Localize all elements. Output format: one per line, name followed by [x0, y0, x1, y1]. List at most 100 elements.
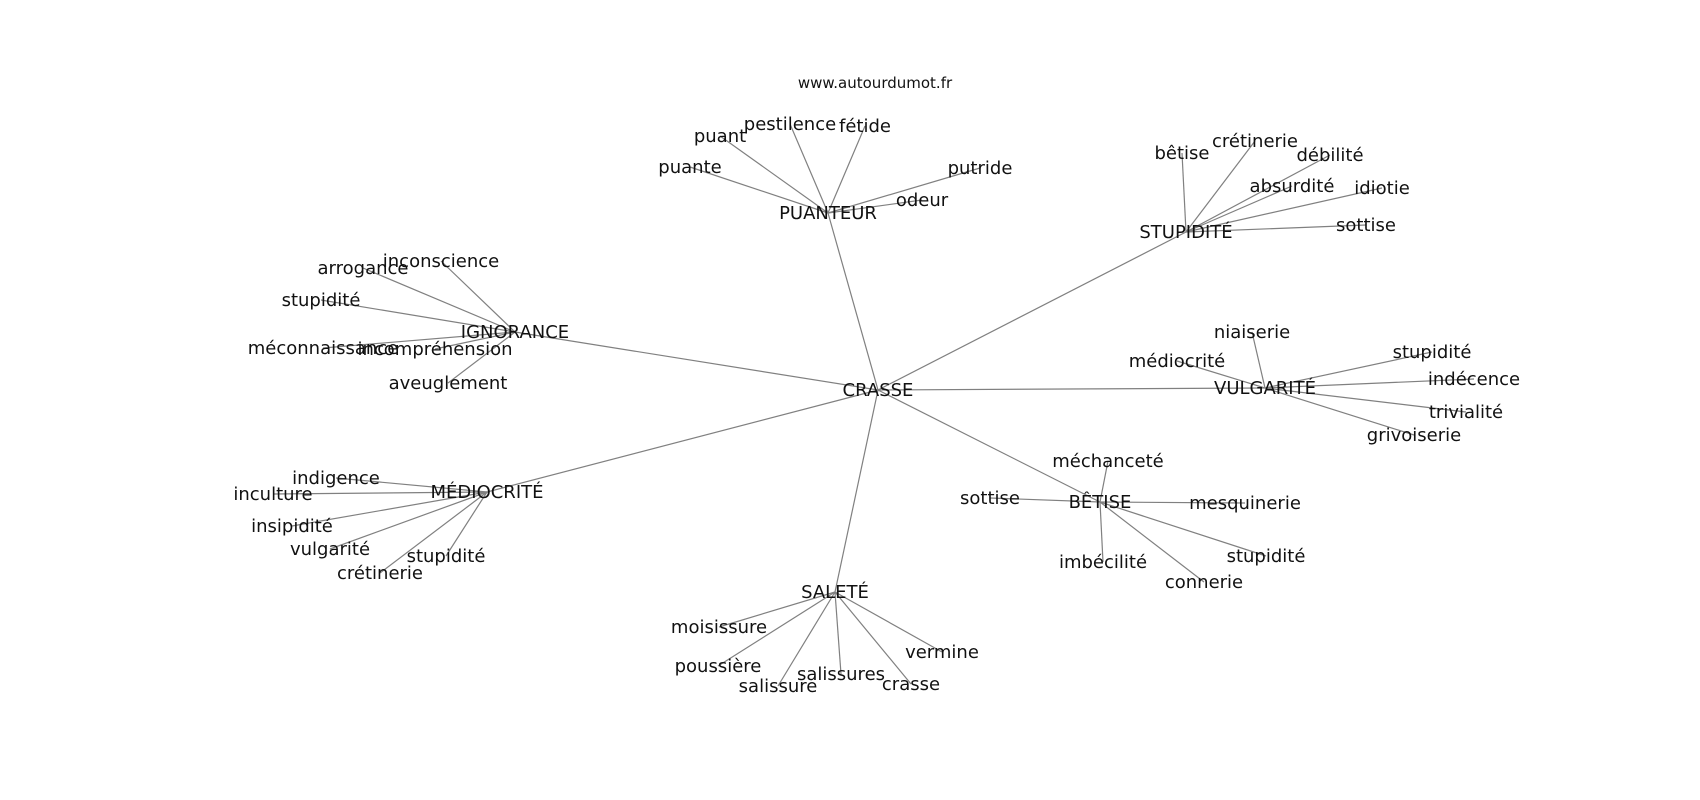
leaf-node-stupidite-debilite[interactable]: débilité [1296, 145, 1363, 166]
leaf-node-vulgarite-grivoiserie[interactable]: grivoiserie [1367, 425, 1461, 446]
edge-stupidite-cretinerie [1185, 140, 1256, 233]
leaf-node-mediocrite-insipidite[interactable]: insipidité [251, 516, 333, 537]
edge-betise-mesquinerie [1099, 501, 1246, 504]
leaf-node-salete-vermine[interactable]: vermine [905, 642, 979, 663]
hub-node-vulgarite[interactable]: VULGARITÉ [1214, 377, 1316, 399]
leaf-node-betise-mesquinerie[interactable]: mesquinerie [1189, 493, 1301, 514]
edge-salete-vermine [834, 591, 943, 653]
edge-ignorance-meconnaissance [322, 331, 516, 349]
edge-vulgarite-mediocrite [1176, 360, 1266, 389]
edge-crasse-vulgarite [877, 387, 1266, 391]
hub-node-betise[interactable]: BÊTISE [1069, 491, 1132, 513]
edge-stupidite-betise [1181, 152, 1187, 233]
edge-mediocrite-stupidite [445, 491, 488, 557]
edge-salete-crasse [834, 591, 912, 685]
edge-crasse-betise [877, 389, 1101, 503]
edge-mediocrite-vulgarite [329, 491, 488, 550]
leaf-node-mediocrite-cretinerie[interactable]: crétinerie [337, 563, 423, 584]
edge-ignorance-incomprehension [434, 331, 516, 350]
edge-salete-salissure [777, 591, 836, 687]
leaf-node-mediocrite-vulgarite[interactable]: vulgarité [290, 539, 370, 560]
edge-ignorance-aveuglement [447, 331, 516, 384]
edge-vulgarite-stupidite [1264, 351, 1433, 389]
leaf-node-salete-crasse[interactable]: crasse [882, 674, 940, 695]
leaf-node-mediocrite-indigence[interactable]: indigence [292, 468, 380, 489]
edge-betise-connerie [1099, 501, 1205, 583]
leaf-node-puanteur-pestilence[interactable]: pestilence [744, 114, 836, 135]
leaf-node-betise-sottise[interactable]: sottise [960, 488, 1020, 509]
leaf-node-ignorance-incomprehension[interactable]: incompréhension [357, 339, 512, 360]
edge-stupidite-absurdite [1185, 185, 1293, 233]
leaf-node-stupidite-betise[interactable]: bêtise [1154, 143, 1209, 164]
hub-node-mediocrite[interactable]: MÉDIOCRITÉ [431, 481, 544, 503]
edge-vulgarite-niaiserie [1251, 331, 1266, 389]
edge-puanteur-pestilence [789, 123, 829, 214]
leaf-node-betise-stupidite[interactable]: stupidité [1227, 546, 1306, 567]
leaf-node-puanteur-odeur[interactable]: odeur [896, 190, 949, 211]
leaf-node-puanteur-fetide[interactable]: fétide [839, 116, 891, 137]
edge-crasse-mediocrite [486, 389, 879, 493]
edge-betise-stupidite [1099, 501, 1267, 557]
hub-node-ignorance[interactable]: IGNORANCE [461, 322, 569, 343]
edge-salete-moisissure [718, 591, 836, 628]
edge-betise-imbecilite [1099, 501, 1104, 563]
center-node-crasse[interactable]: CRASSE [843, 380, 914, 401]
edge-ignorance-stupidite [320, 299, 516, 333]
edge-vulgarite-grivoiserie [1264, 387, 1415, 436]
edge-betise-mechancete [1099, 460, 1109, 503]
leaf-node-stupidite-absurdite[interactable]: absurdité [1250, 176, 1335, 197]
leaf-node-betise-mechancete[interactable]: méchanceté [1052, 451, 1163, 472]
leaf-node-betise-imbecilite[interactable]: imbécilité [1059, 552, 1147, 573]
edge-salete-salissures [834, 591, 842, 675]
leaf-node-salete-salissure[interactable]: salissure [739, 676, 818, 697]
leaf-node-mediocrite-stupidite[interactable]: stupidité [407, 546, 486, 567]
leaf-node-puanteur-puante[interactable]: puante [658, 157, 721, 178]
edge-vulgarite-trivialite [1264, 387, 1467, 413]
leaf-node-mediocrite-inculture[interactable]: inculture [233, 484, 312, 505]
leaf-node-ignorance-stupidite[interactable]: stupidité [282, 290, 361, 311]
edge-mediocrite-indigence [335, 477, 488, 493]
hub-node-puanteur[interactable]: PUANTEUR [779, 203, 877, 224]
edge-mediocrite-inculture [272, 491, 488, 495]
edge-ignorance-arrogance [362, 267, 516, 333]
leaf-node-vulgarite-stupidite[interactable]: stupidité [1393, 342, 1472, 363]
edge-crasse-salete [834, 389, 879, 593]
leaf-node-puanteur-puant[interactable]: puant [694, 126, 746, 147]
edge-puanteur-putride [827, 167, 981, 214]
edge-stupidite-sottise [1185, 224, 1367, 233]
leaf-node-ignorance-aveuglement[interactable]: aveuglement [389, 373, 508, 394]
leaf-node-vulgarite-trivialite[interactable]: trivialité [1429, 402, 1503, 423]
edge-puanteur-puante [689, 166, 829, 214]
hub-node-salete[interactable]: SALETÉ [801, 581, 869, 603]
edge-ignorance-inconscience [440, 260, 516, 333]
leaf-node-salete-moisissure[interactable]: moisissure [671, 617, 767, 638]
leaf-node-ignorance-inconscience[interactable]: inconscience [383, 251, 499, 272]
edge-mediocrite-cretinerie [379, 491, 488, 574]
edge-crasse-puanteur [827, 212, 879, 391]
edge-mediocrite-insipidite [291, 491, 488, 527]
leaf-node-betise-connerie[interactable]: connerie [1165, 572, 1243, 593]
edge-vulgarite-indecence [1264, 378, 1475, 389]
edge-betise-sottise [989, 497, 1101, 503]
leaf-node-salete-poussiere[interactable]: poussière [675, 656, 762, 677]
source-url: www.autourdumot.fr [798, 74, 953, 92]
leaf-node-stupidite-cretinerie[interactable]: crétinerie [1212, 131, 1298, 152]
leaf-node-stupidite-sottise[interactable]: sottise [1336, 215, 1396, 236]
leaf-node-vulgarite-niaiserie[interactable]: niaiserie [1214, 322, 1290, 343]
leaf-node-stupidite-idiotie[interactable]: idiotie [1354, 178, 1410, 199]
edge-puanteur-odeur [827, 199, 923, 214]
leaf-node-salete-salissures[interactable]: salissures [797, 664, 885, 685]
hub-node-stupidite[interactable]: STUPIDITÉ [1139, 221, 1232, 243]
leaf-node-ignorance-meconnaissance[interactable]: méconnaissance [248, 338, 399, 359]
leaf-node-ignorance-arrogance[interactable]: arrogance [318, 258, 409, 279]
edge-puanteur-puant [719, 135, 829, 214]
leaf-node-vulgarite-indecence[interactable]: indécence [1428, 369, 1520, 390]
edge-stupidite-debilite [1185, 154, 1331, 233]
leaf-node-vulgarite-mediocrite[interactable]: médiocrité [1129, 351, 1225, 372]
leaf-node-puanteur-putride[interactable]: putride [948, 158, 1013, 179]
edge-puanteur-fetide [827, 125, 866, 214]
edge-crasse-ignorance [514, 331, 879, 391]
edge-salete-poussiere [717, 591, 836, 667]
edge-crasse-stupidite [877, 231, 1187, 391]
